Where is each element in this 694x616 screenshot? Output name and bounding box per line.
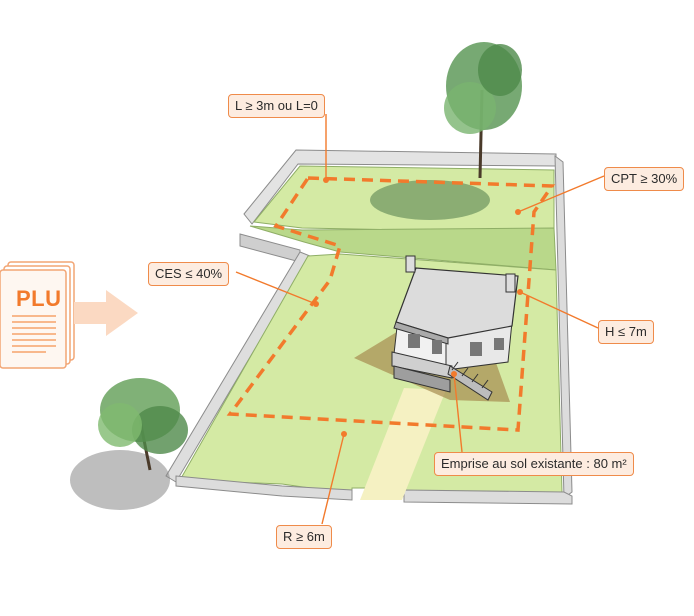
leader-lines xyxy=(235,114,605,525)
plu-label: PLU xyxy=(16,286,62,311)
arrow-right-icon xyxy=(74,290,138,336)
tree-front xyxy=(70,378,188,510)
height-callout: H ≤ 7m xyxy=(598,320,654,344)
leader-dots xyxy=(313,177,523,437)
access-path xyxy=(360,388,446,500)
ces-callout: CES ≤ 40% xyxy=(148,262,230,286)
cpt-callout: CPT ≥ 30% xyxy=(604,167,685,191)
buildable-boundary xyxy=(226,176,556,432)
plu-document-stack xyxy=(0,261,75,369)
boundary-walls xyxy=(165,149,573,499)
road-setback-callout: R ≥ 6m xyxy=(276,525,332,549)
width-setback-callout: L ≥ 3m ou L=0 xyxy=(228,94,325,118)
footprint-callout: Emprise au sol existante : 80 m² xyxy=(434,452,634,476)
house xyxy=(391,255,519,401)
tree-back xyxy=(370,42,522,220)
front-walls xyxy=(175,475,573,505)
document-lines xyxy=(12,315,56,353)
